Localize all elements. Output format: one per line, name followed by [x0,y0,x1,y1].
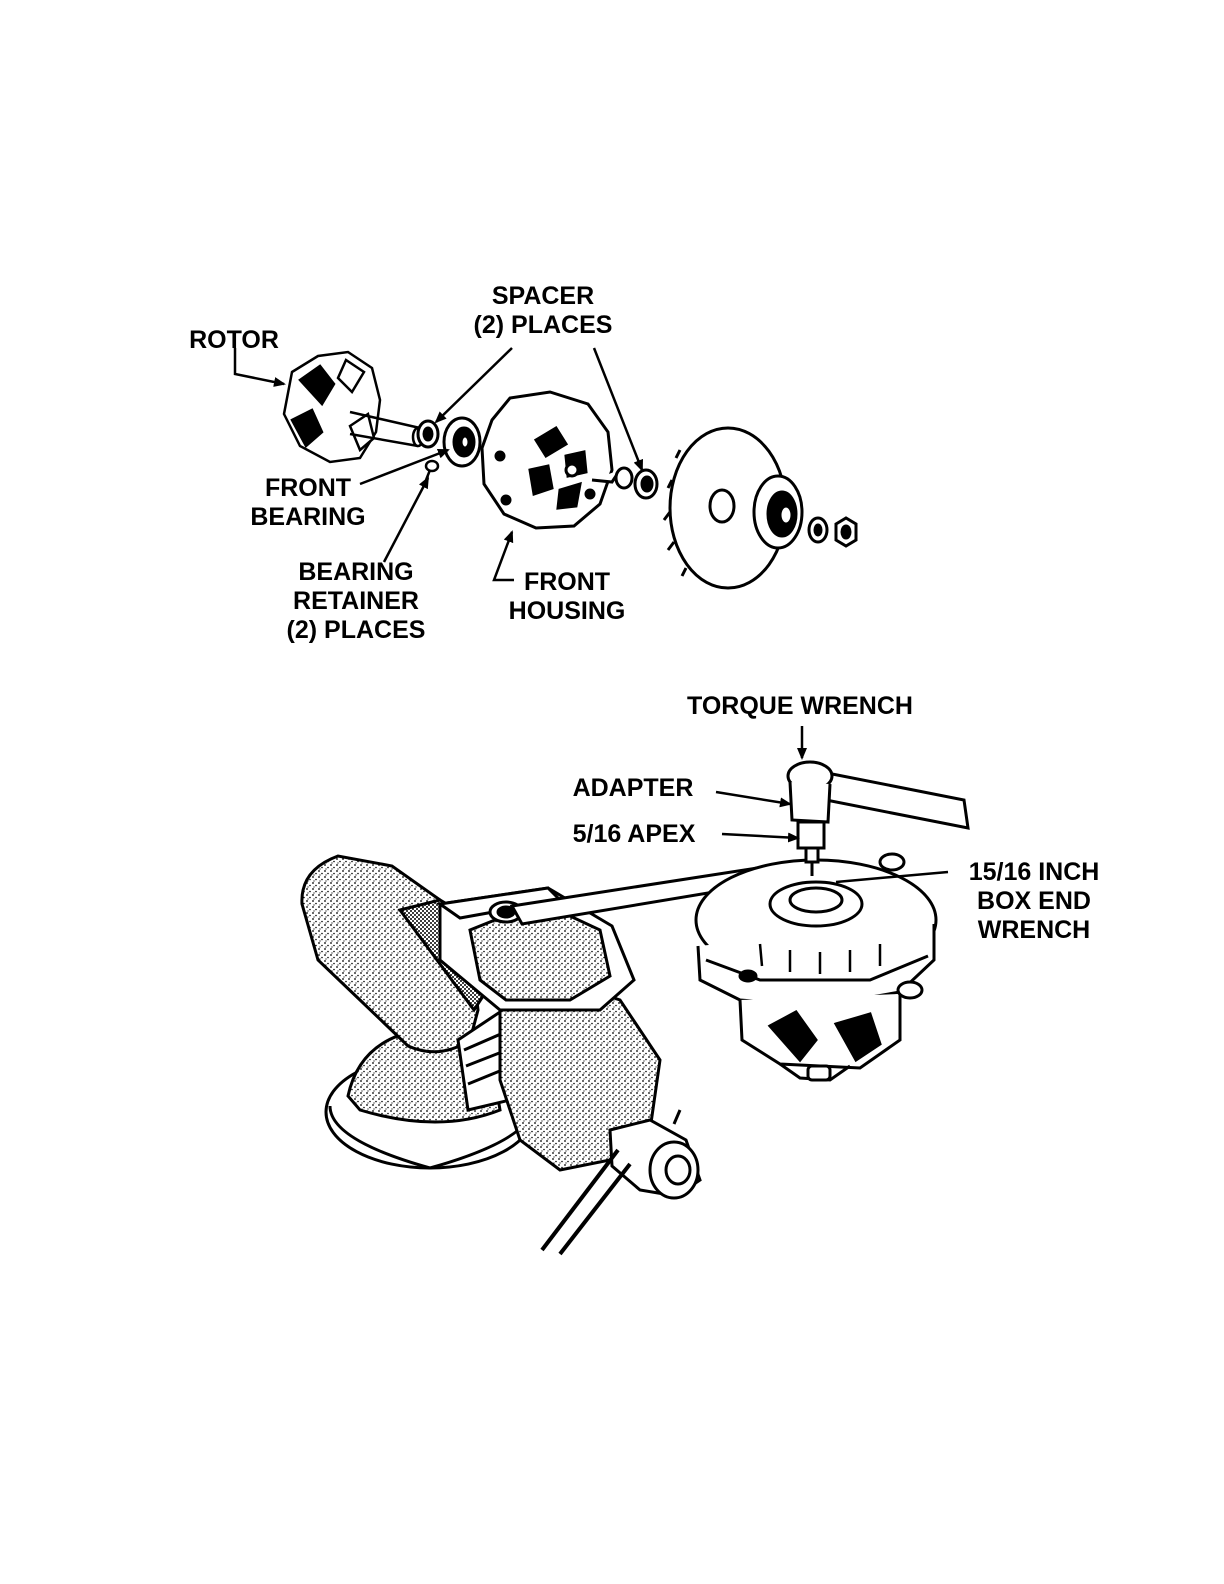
spacer-left [418,421,438,447]
label-apex: 5/16 APEX [554,820,714,849]
front-bearing [444,418,480,466]
washer-nut [809,518,856,546]
bearing-retainer-screw [426,461,438,480]
label-torque-wrench: TORQUE WRENCH [674,692,926,721]
rotor-part [284,352,423,462]
torque-wrench-tool [788,762,968,876]
label-adapter: ADAPTER [560,774,706,803]
label-rotor: ROTOR [182,326,286,355]
label-spacer: SPACER (2) PLACES [460,282,626,340]
label-box-end-wrench: 15/16 INCH BOX END WRENCH [952,858,1116,945]
bench-vise [302,856,700,1254]
label-front-housing: FRONT HOUSING [500,568,634,626]
label-front-bearing: FRONT BEARING [240,474,376,532]
fan-pulley [664,428,802,588]
front-housing [482,392,620,528]
spacer-right [616,468,657,498]
label-bearing-retainer: BEARING RETAINER (2) PLACES [276,558,436,645]
alternator-body [696,854,936,1080]
